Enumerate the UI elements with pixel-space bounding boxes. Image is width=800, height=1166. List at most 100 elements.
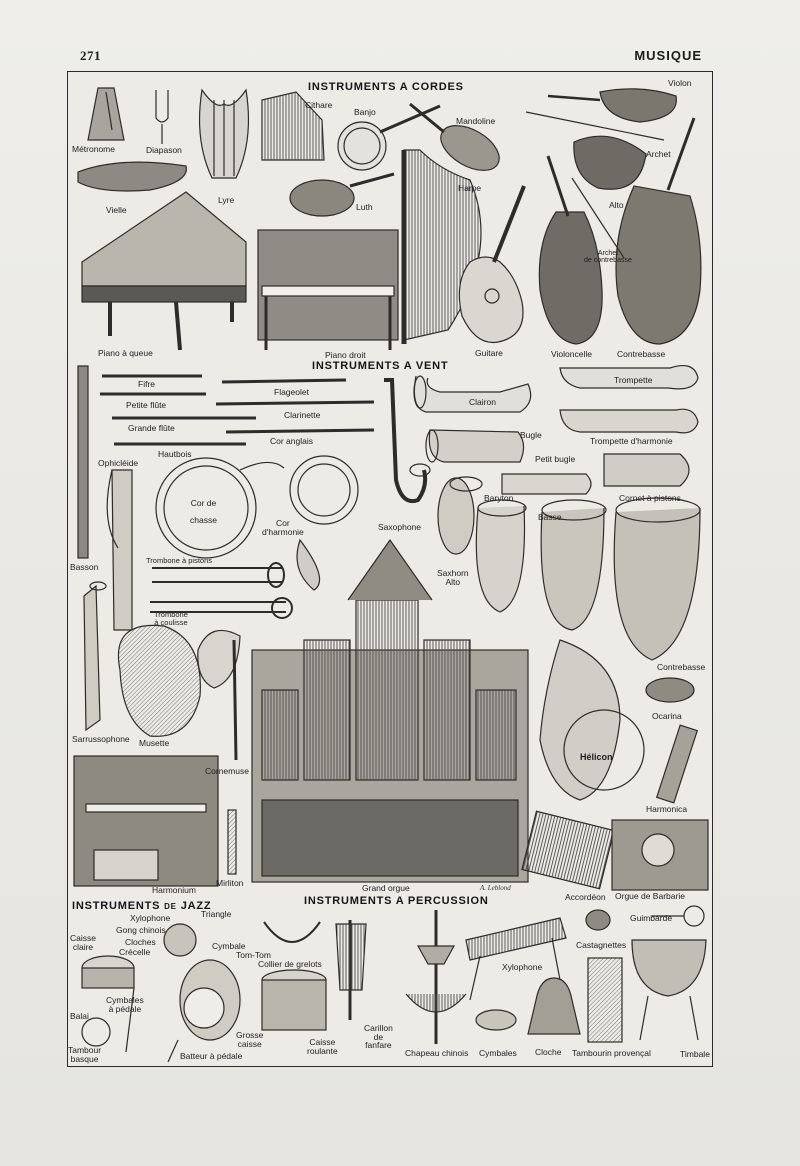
label-musette: Musette [139,738,170,748]
guimbarde-drawing [652,905,705,927]
cithare-drawing [261,91,325,161]
petit-bugle-drawing [501,473,592,495]
label-ocarina: Ocarina [652,711,682,721]
label-baryton: Baryton [484,493,514,503]
label-archet-contrebasse-2: de contrebasse [584,257,632,264]
violon-drawing [525,88,677,141]
label-archet-contrebasse-1: Archet [597,250,619,257]
bugle-drawing [425,429,525,463]
label-harmonium: Harmonium [152,885,196,895]
section-vent-title: INSTRUMENTS A VENT [312,360,449,372]
label-collier: Collier de grelots [258,959,322,969]
label-basse: Basse [538,512,562,522]
luth-drawing [289,172,395,217]
label-cor-harmonie-2: d'harmonie [262,526,304,537]
label-metronome: Métronome [72,144,115,154]
guitare-drawing [458,185,526,344]
baryton-drawing [437,476,483,555]
caisse-roulante-drawing [261,969,327,1031]
collier-drawing [263,921,321,943]
label-gong: Gong chinois [116,925,166,935]
label-trombone-coulisse-2: à coulisse [154,617,188,627]
label-flageolet: Flageolet [274,387,309,397]
cor-harmonie-drawing [289,455,359,591]
label-cloches: Cloches [125,937,156,947]
label-grosse-caisse-2: caisse [237,1038,262,1049]
label-archet: Archet [646,149,671,159]
castagnettes-drawing [585,909,611,931]
label-grand-orgue: Grand orgue [362,883,410,893]
label-lyre: Lyre [218,195,235,205]
label-trompette-harmonie: Trompette d'harmonie [590,436,673,446]
label-accordeon: Accordéon [565,892,606,902]
label-caisse-roulante-2: roulante [307,1045,338,1056]
label-triangle: Triangle [201,909,232,919]
label-guitare: Guitare [475,348,503,358]
trombone-pistons-drawing [152,562,285,588]
violoncelle-drawing [538,155,603,345]
label-petite-flute: Petite flûte [126,400,167,410]
carillon-drawing [335,920,367,1020]
saxophone-drawing [384,378,431,503]
label-saxhorn-2: Alto [445,576,461,587]
engraver-signature: A. Leblond [480,884,511,892]
label-cymbales: Cymbales [479,1048,517,1058]
label-piano-queue: Piano à queue [98,348,153,358]
musette-drawing [117,624,201,737]
label-hautbois: Hautbois [158,449,192,459]
cornemuse-drawing [197,629,241,761]
label-petit-bugle: Petit bugle [535,454,576,464]
label-cithare: Cithare [305,100,333,110]
basse-drawing [540,499,607,631]
ocarina-drawing [645,677,695,703]
label-cornemuse: Cornemuse [205,766,249,776]
label-alto: Alto [609,200,624,210]
label-saxhorn-1: Saxhorn [437,568,469,578]
label-cymbales-pedale-1: Cymbales [106,995,144,1005]
label-mandoline: Mandoline [456,116,496,126]
label-tambour-basque-2: basque [70,1053,99,1064]
label-diapason: Diapason [146,145,182,155]
label-clairon: Clairon [469,397,496,407]
ophicleide-drawing [106,469,133,631]
label-trombone-pistons: Trombone à pistons [146,556,213,565]
section-cordes-title: INSTRUMENTS A CORDES [308,81,464,93]
label-tambourin: Tambourin provençal [572,1048,651,1058]
trombone-coulisse-drawing [150,597,293,619]
label-guimbarde: Guimbarde [630,913,673,923]
label-carillon-1: Carillon [364,1023,393,1033]
label-trompette: Trompette [614,375,653,385]
label-fifre: Fifre [138,379,155,389]
label-piano-droit: Piano droit [325,350,366,360]
contrebasse-vent-drawing [613,497,701,661]
cymbales-drawing [475,1009,517,1031]
label-cor-chasse-2: chasse [190,515,217,525]
label-tambour-basque-1: Tambour [68,1045,102,1055]
vielle-drawing [77,161,187,192]
piano-queue-drawing [81,191,247,351]
cor-chasse-drawing [155,457,285,559]
label-ophicleide: Ophicléide [98,458,139,468]
label-cymbales-pedale-2: à pédale [108,1003,142,1014]
page-number: 271 [80,48,101,63]
label-cor-harmonie-1: Cor [276,518,290,528]
label-harmonica: Harmonica [646,804,688,814]
diapason-drawing [155,90,169,144]
trompette-drawing [559,365,699,390]
label-carillon-3: fanfare [365,1040,392,1050]
sarrussophone-drawing [83,581,107,732]
saxhorn-drawing [475,499,527,613]
helicon-drawing [539,639,645,801]
mirliton-drawing [227,809,237,875]
label-violoncelle: Violoncelle [551,349,592,359]
trompette-harmonie-drawing [559,408,699,434]
label-batteur: Batteur à pédale [180,1051,243,1061]
label-trombone-coulisse-1: Trombone [154,610,188,619]
label-balai: Balai [70,1011,89,1021]
chapeau-chinois-drawing [405,910,467,1044]
